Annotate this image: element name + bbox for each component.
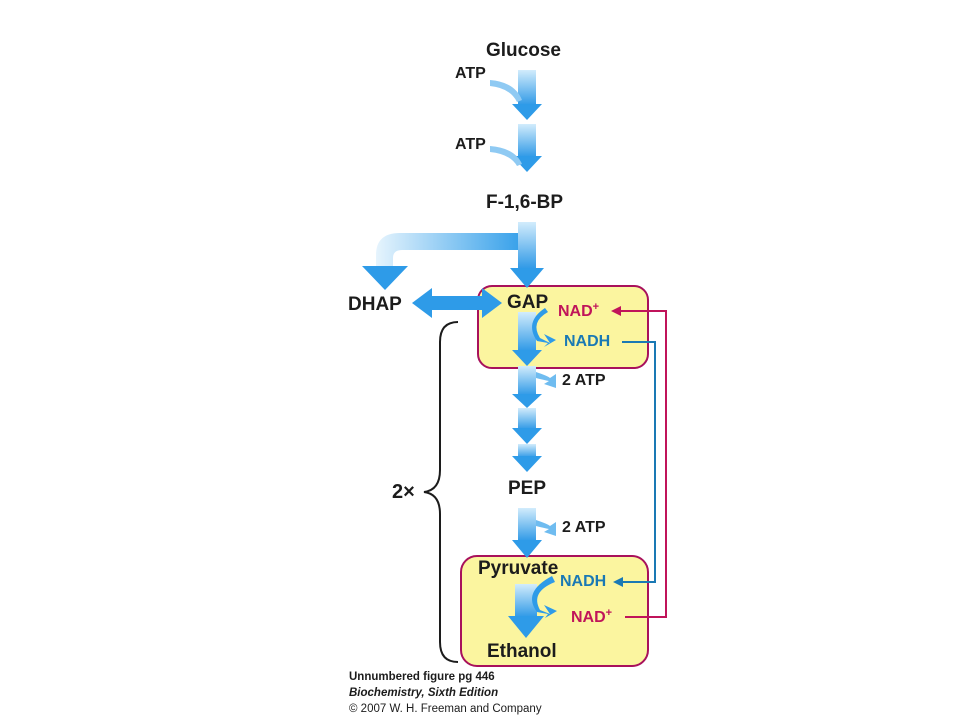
atp-gain-label-2: 2 ATP [562,519,606,536]
atp-input-label-2: ATP [455,136,486,153]
nad-top-text: NAD [558,303,593,320]
pyruvate-label: Pyruvate [478,558,559,579]
nad-bottom-text: NAD [571,609,606,626]
split-arrow-to-gap [510,222,544,288]
step-arrow-middle-1 [512,408,542,444]
atp-input-curve-2 [490,146,522,166]
nad-plus-label-bottom: NAD+ [571,608,612,626]
atp-gain-label-1: 2 ATP [562,372,606,389]
split-arrow-to-dhap [362,233,518,290]
gap-label: GAP [507,292,549,313]
gap-box [477,285,649,369]
ethanol-step-arrow [508,584,544,638]
nadh-to-nad-curve [532,576,557,618]
nad-to-nadh-curve [532,308,556,347]
multiplier-label: 2× [392,481,415,503]
atp-gain-arrow-1 [512,366,556,408]
step-arrow-glucose [512,70,542,120]
atp-input-label-1: ATP [455,65,486,82]
pep-step-arrow [512,508,556,558]
nad-bottom-charge: + [605,607,613,619]
pep-label: PEP [508,478,547,499]
nadh-transfer-line [613,341,656,587]
step-arrow-middle-2 [512,444,542,472]
atp-input-curve-1 [490,80,522,102]
nad-regeneration-line [611,306,667,618]
nadh-label-bottom: NADH [560,573,607,590]
nad-plus-label-top: NAD+ [558,302,599,320]
multiplier-brace [423,321,459,663]
glucose-label: Glucose [486,40,561,61]
ethanol-label: Ethanol [487,641,557,662]
gap-step-arrow [512,312,542,366]
dhap-gap-double-arrow [412,288,502,318]
caption-figure-ref: Unnumbered figure pg 446 [349,671,495,683]
f16bp-label: F-1,6-BP [486,192,564,213]
dhap-label: DHAP [348,294,402,315]
nadh-label-top: NADH [564,333,611,350]
nad-top-charge: + [592,301,600,313]
caption-copyright: © 2007 W. H. Freeman and Company [349,703,542,715]
caption-book-title: Biochemistry, Sixth Edition [349,687,499,699]
